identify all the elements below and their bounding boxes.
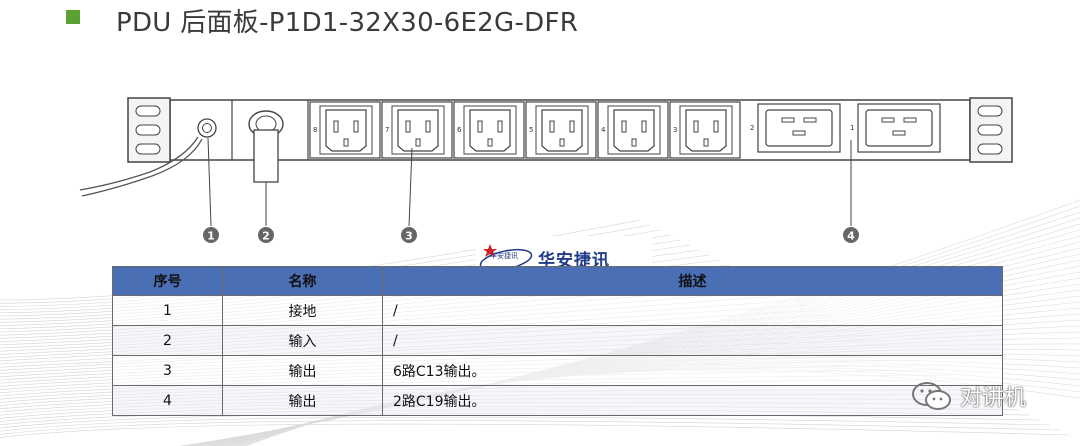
watermark-text: 对讲机: [960, 386, 1027, 411]
callout-1: 1: [203, 227, 219, 243]
header-name: 名称: [222, 266, 383, 296]
cell-name: 输出: [222, 355, 383, 386]
bg-fan-line: [0, 420, 1061, 435]
page-title: PDU 后面板-P1D1-32X30-6E2G-DFR: [116, 8, 579, 38]
callout-3: 3: [401, 227, 417, 243]
component-table: 序号 名称 描述 1 接地 / 2 输入 / 3 输出 6路C13输出。 4 输…: [112, 266, 1003, 416]
outlet-number: 2: [750, 124, 754, 132]
outlet-number: 1: [850, 124, 854, 132]
c13-outlet: 8: [309, 101, 381, 159]
callout-2-label: 2: [262, 230, 270, 243]
callout-1-label: 1: [207, 230, 215, 243]
table-row: 2 输入 /: [112, 325, 1003, 356]
title-bullet: [66, 10, 80, 24]
cell-index: 2: [112, 325, 223, 356]
cell-name: 输出: [222, 385, 383, 416]
ground-terminal: [197, 118, 217, 138]
c19-outlet: 1: [850, 103, 941, 153]
cell-name: 输入: [222, 325, 383, 356]
cell-description: /: [382, 325, 1003, 356]
outlet-number: 7: [385, 126, 389, 134]
c13-outlet: 4: [597, 101, 669, 159]
table-row: 4 输出 2路C19输出。: [112, 385, 1003, 416]
logo-small-text: 华安捷讯: [490, 252, 518, 260]
callout-2: 2: [258, 227, 274, 243]
table-row: 3 输出 6路C13输出。: [112, 355, 1003, 386]
header-index: 序号: [112, 266, 223, 296]
cell-index: 1: [112, 295, 223, 326]
left-mounting-ear: [127, 97, 171, 163]
cell-description: 6路C13输出。: [382, 355, 1003, 386]
wechat-icon: [912, 382, 951, 410]
bg-fan-line: [0, 416, 1051, 432]
outlet-number: 4: [601, 126, 606, 134]
right-mounting-ear: [969, 97, 1013, 163]
cell-index: 3: [112, 355, 223, 386]
header-description: 描述: [382, 266, 1003, 296]
table-header-row: 序号 名称 描述: [112, 266, 1003, 296]
c13-outlet: 6: [453, 101, 525, 159]
cell-description: 2路C19输出。: [382, 385, 1003, 416]
c13-outlet-group: 8 7 6 5 4 3: [309, 101, 741, 159]
outlet-number: 8: [313, 126, 317, 134]
cell-name: 接地: [222, 295, 383, 326]
callout-4-label: 4: [847, 230, 855, 243]
callout-4: 4: [843, 227, 859, 243]
c13-outlet: 3: [669, 101, 741, 159]
outlet-number: 5: [529, 126, 533, 134]
c13-outlet: 5: [525, 101, 597, 159]
watermark: 对讲机: [910, 378, 1026, 414]
cell-index: 4: [112, 385, 223, 416]
table-row: 1 接地 /: [112, 295, 1003, 326]
logo-name: 华安捷讯: [538, 250, 610, 271]
bg-fan-line: [0, 423, 1071, 438]
outlet-number: 3: [673, 126, 677, 134]
input-cable: [79, 110, 284, 197]
cell-description: /: [382, 295, 1003, 326]
c19-outlet: 2: [750, 103, 841, 153]
callout-3-label: 3: [405, 230, 413, 243]
c13-outlet: 7: [381, 101, 453, 159]
outlet-number: 6: [457, 126, 462, 134]
